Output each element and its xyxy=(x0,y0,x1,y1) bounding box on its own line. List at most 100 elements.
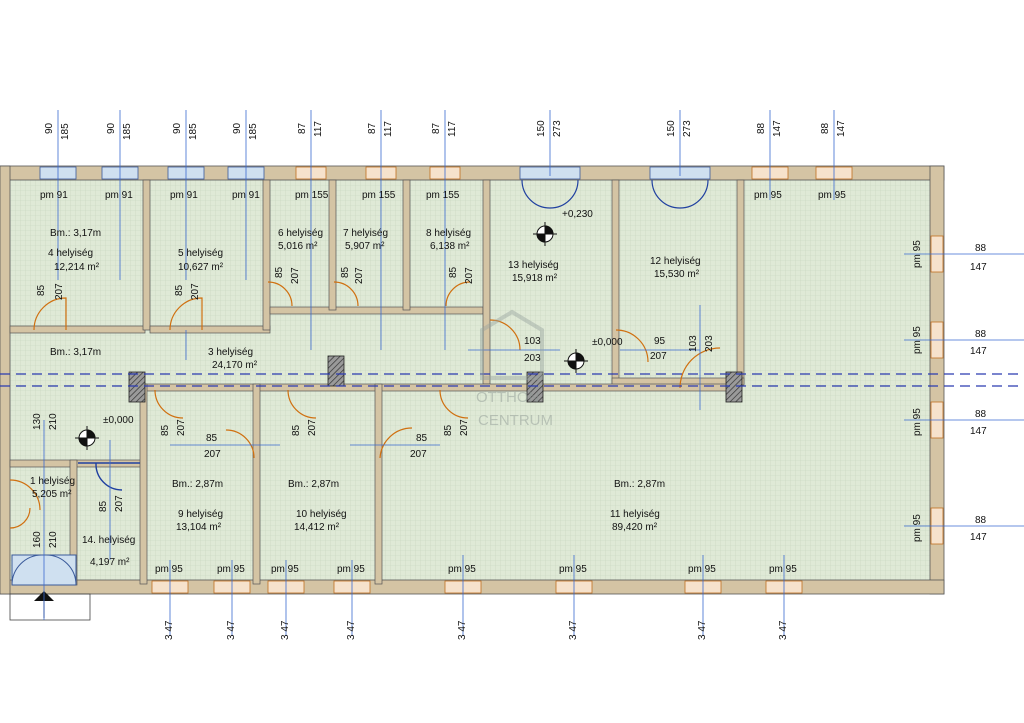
window-label: pm 95 xyxy=(912,240,923,268)
top-dim-a: 90 xyxy=(172,122,183,134)
watermark-line1: OTTHON xyxy=(476,389,539,406)
door-dim: 210 xyxy=(48,413,59,430)
window-label: pm 95 xyxy=(912,408,923,436)
interior-walls xyxy=(9,179,745,586)
top-dim-b: 117 xyxy=(447,121,458,137)
window-label: pm 91 xyxy=(232,190,260,201)
door-dim: 207 xyxy=(650,351,667,362)
door-dim: 130 xyxy=(32,413,43,430)
room-3-height: Bm.: 3,17m xyxy=(50,347,101,358)
door-dim: 207 xyxy=(464,267,475,284)
room-11-height: Bm.: 2,87m xyxy=(614,479,665,490)
level-marker-icon xyxy=(75,426,99,450)
window-label: pm 95 xyxy=(688,564,716,575)
bottom-dim: 3 47 xyxy=(164,620,175,640)
door-dimension-labels: 85 207 85 207 85 207 85 207 85 207 103 2… xyxy=(32,266,715,548)
window-label: pm 95 xyxy=(769,564,797,575)
top-dim-b: 185 xyxy=(60,123,71,140)
door-dim: 103 xyxy=(524,336,541,347)
top-dim-a: 150 xyxy=(666,120,677,137)
window-label: pm 95 xyxy=(912,326,923,354)
top-dim-a: 90 xyxy=(44,122,55,134)
right-dimension-labels: 88 147 88 147 88 147 88 147 xyxy=(970,243,987,543)
door-dim: 207 xyxy=(176,419,187,436)
right-dim-b: 147 xyxy=(970,532,987,543)
room-labels: Bm.: 3,17m 4 helyiség 12,214 m² 5 helyis… xyxy=(30,209,701,568)
bottom-dim: 3 47 xyxy=(457,620,468,640)
top-dim-a: 87 xyxy=(297,122,308,134)
room-6-area: 5,016 m² xyxy=(278,241,318,252)
door-dim: 85 xyxy=(174,284,185,296)
door-dim: 85 xyxy=(274,266,285,278)
door-dim: 207 xyxy=(190,283,201,300)
right-dim-a: 88 xyxy=(975,515,987,526)
top-dim-b: 147 xyxy=(836,120,847,137)
door-dim: 203 xyxy=(524,353,541,364)
top-dimension-labels: 90 185 90 185 90 185 90 185 87 117 87 11… xyxy=(44,120,847,140)
door-dim: 207 xyxy=(114,495,125,512)
top-dim-b: 185 xyxy=(122,123,133,140)
door-dim: 207 xyxy=(290,267,301,284)
window-label: pm 155 xyxy=(295,190,329,201)
room-3-area: 24,170 m² xyxy=(212,360,258,371)
top-dim-a: 150 xyxy=(536,120,547,137)
top-dim-b: 117 xyxy=(313,121,324,137)
window-label: pm 91 xyxy=(40,190,68,201)
room-14-name: 14. helyiség xyxy=(82,535,135,546)
right-dim-a: 88 xyxy=(975,409,987,420)
room-10-height: Bm.: 2,87m xyxy=(288,479,339,490)
room-11-name: 11 helyiség xyxy=(610,509,660,520)
room-8-name: 8 helyiség xyxy=(426,228,471,239)
room-10-area: 14,412 m² xyxy=(294,522,340,533)
door-dim: 85 xyxy=(416,433,428,444)
top-dim-a: 87 xyxy=(431,122,442,134)
window-label: pm 155 xyxy=(426,190,460,201)
axis-lines xyxy=(0,373,1024,387)
top-dim-b: 117 xyxy=(383,121,394,137)
right-dim-b: 147 xyxy=(970,346,987,357)
window-label: pm 95 xyxy=(912,514,923,542)
top-dim-b: 185 xyxy=(248,123,259,140)
bottom-windows xyxy=(151,580,803,594)
top-dim-b: 273 xyxy=(682,120,693,137)
bottom-dim: 3 47 xyxy=(280,620,291,640)
window-label: pm 91 xyxy=(170,190,198,201)
top-dim-b: 147 xyxy=(772,120,783,137)
door-dim: 207 xyxy=(410,449,427,460)
room-7-area: 5,907 m² xyxy=(345,241,385,252)
room-1-name: 1 helyiség xyxy=(30,476,75,487)
right-dim-a: 88 xyxy=(975,329,987,340)
room-8-area: 6,138 m² xyxy=(430,241,470,252)
room-13-name: 13 helyiség xyxy=(508,260,559,271)
level-center: ±0,000 xyxy=(592,337,623,348)
room-11-area: 89,420 m² xyxy=(612,522,658,533)
right-dim-b: 147 xyxy=(970,426,987,437)
floor-fill xyxy=(0,174,936,588)
window-label: pm 95 xyxy=(818,190,846,201)
right-dim-a: 88 xyxy=(975,243,987,254)
door-dim: 95 xyxy=(654,336,666,347)
door-dim: 207 xyxy=(307,419,318,436)
door-dim: 210 xyxy=(48,531,59,548)
level-left: ±0,000 xyxy=(103,415,134,426)
level-marker-icon xyxy=(533,222,557,246)
room-5-name: 5 helyiség xyxy=(178,248,223,259)
room-3-name: 3 helyiség xyxy=(208,347,253,358)
room-9-area: 13,104 m² xyxy=(176,522,222,533)
top-dim-a: 88 xyxy=(756,122,767,134)
door-dim: 85 xyxy=(36,284,47,296)
room-7-name: 7 helyiség xyxy=(343,228,388,239)
window-label: pm 95 xyxy=(271,564,299,575)
door-dim: 207 xyxy=(459,419,470,436)
bottom-dim: 3 47 xyxy=(346,620,357,640)
room-4-height: Bm.: 3,17m xyxy=(50,228,101,239)
door-room-14 xyxy=(78,462,140,491)
door-dim: 207 xyxy=(54,283,65,300)
window-label: pm 95 xyxy=(754,190,782,201)
top-dim-a: 87 xyxy=(367,122,378,134)
door-dim: 203 xyxy=(704,335,715,352)
level-upper: +0,230 xyxy=(562,209,593,220)
room-9-height: Bm.: 2,87m xyxy=(172,479,223,490)
window-label: pm 95 xyxy=(217,564,245,575)
